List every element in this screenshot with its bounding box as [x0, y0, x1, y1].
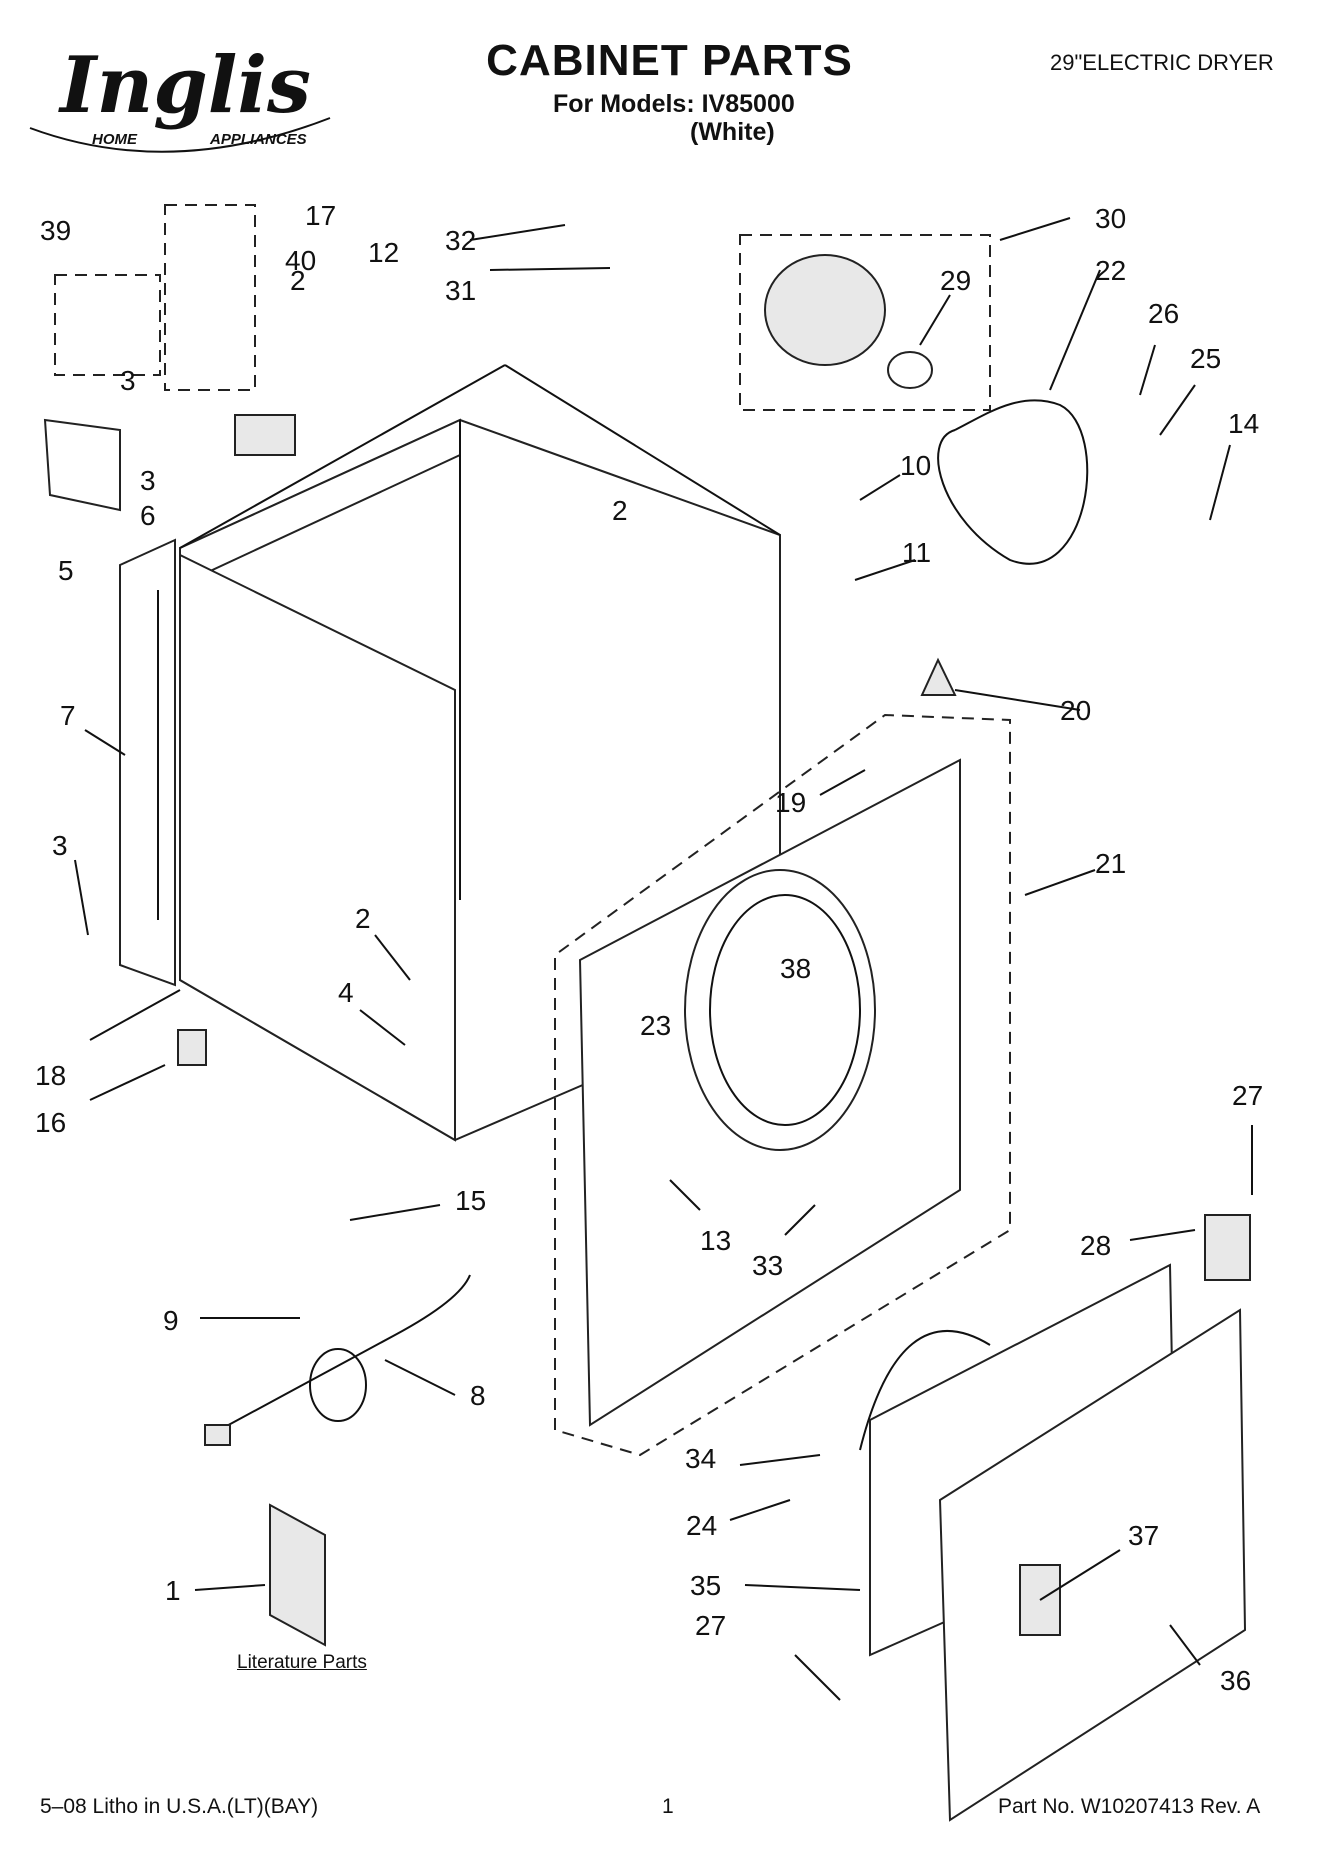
callout-3: 3: [52, 830, 68, 861]
callout-33: 33: [752, 1250, 783, 1281]
callout-38: 38: [780, 953, 811, 984]
models-line: For Models: IV85000: [553, 90, 795, 118]
callout-28: 28: [1080, 1230, 1111, 1261]
callout-5: 5: [58, 555, 74, 586]
brand-logo: Inglis HOME APPLIANCES: [29, 40, 331, 153]
callout-27: 27: [695, 1610, 726, 1641]
callout-21: 21: [1095, 848, 1126, 879]
callout-17: 17: [305, 200, 336, 231]
callout-4: 4: [338, 977, 354, 1008]
callout-7: 7: [60, 700, 76, 731]
literature-booklet: [269, 1503, 326, 1647]
callout-14: 14: [1228, 408, 1259, 439]
page-title: CABINET PARTS: [486, 36, 853, 85]
callout-13: 13: [700, 1225, 731, 1256]
callout-3: 3: [140, 465, 156, 496]
logo-tagline-left: HOME: [92, 131, 138, 148]
callout-30: 30: [1095, 203, 1126, 234]
callout-31: 31: [445, 275, 476, 306]
callout-27: 27: [1232, 1080, 1263, 1111]
callout-39: 39: [40, 215, 71, 246]
leader-lines: [74, 217, 1253, 1701]
drum-cone: [920, 657, 957, 696]
callout-6: 6: [140, 500, 156, 531]
door-assembly: [859, 1214, 1251, 1822]
callout-18: 18: [35, 1060, 66, 1091]
callout-2: 2: [355, 903, 371, 934]
callout-40: 40: [285, 245, 316, 276]
literature-label: Literature Parts: [237, 1652, 367, 1673]
callout-34: 34: [685, 1443, 716, 1474]
footer-litho: 5–08 Litho in U.S.A.(LT)(BAY): [40, 1795, 319, 1818]
callout-36: 36: [1220, 1665, 1251, 1696]
leveling-leg: [177, 1029, 207, 1066]
callout-1: 1: [165, 1575, 181, 1606]
logo-brand: Inglis: [58, 40, 311, 131]
callout-20: 20: [1060, 695, 1091, 726]
callout-35: 35: [690, 1570, 721, 1601]
callout-26: 26: [1148, 298, 1179, 329]
callout-23: 23: [640, 1010, 671, 1041]
model-type: 29"ELECTRIC DRYER: [1050, 50, 1274, 75]
callout-19: 19: [775, 787, 806, 818]
callout-8: 8: [470, 1380, 486, 1411]
callout-15: 15: [455, 1185, 486, 1216]
front-panel: [554, 713, 1011, 1457]
power-cord: [204, 1274, 471, 1446]
callout-24: 24: [686, 1510, 717, 1541]
footer-part-number: Part No. W10207413 Rev. A: [998, 1795, 1261, 1818]
color-line: (White): [690, 118, 775, 146]
callout-3: 3: [120, 365, 136, 396]
callout-2: 2: [290, 265, 306, 296]
callout-2: 2: [612, 495, 628, 526]
callout-12: 12: [368, 237, 399, 268]
motor-assembly: [739, 234, 1089, 565]
callout-9: 9: [163, 1305, 179, 1336]
control-parts: [43, 204, 296, 512]
callout-37: 37: [1128, 1520, 1159, 1551]
callout-16: 16: [35, 1107, 66, 1138]
logo-tagline-right: APPLIANCES: [209, 131, 307, 148]
callout-29: 29: [940, 265, 971, 296]
footer-page-number: 1: [662, 1795, 674, 1818]
callout-10: 10: [900, 450, 931, 481]
callout-25: 25: [1190, 343, 1221, 374]
